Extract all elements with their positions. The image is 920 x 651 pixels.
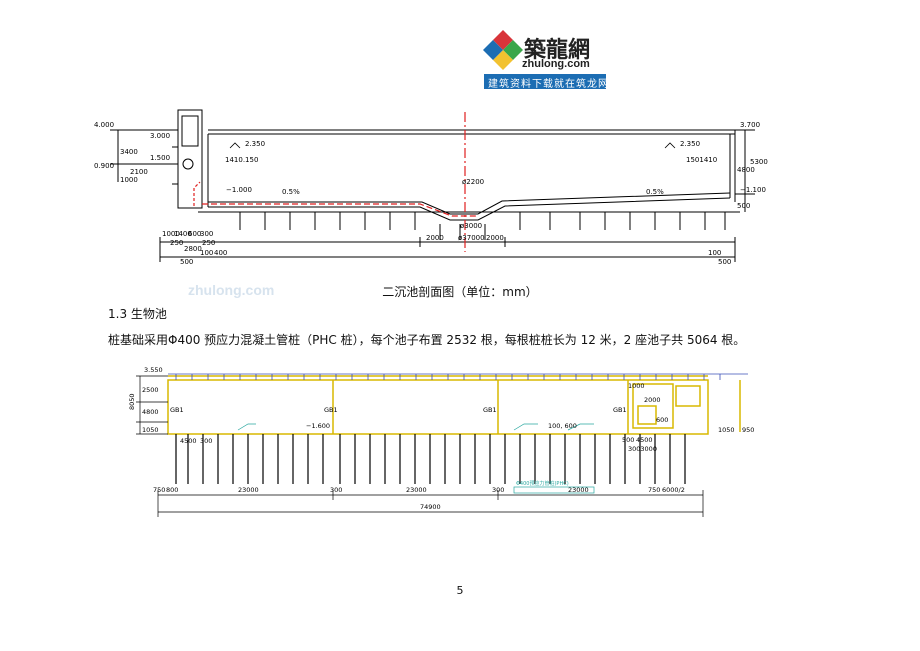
label-dim-500-left: 500 [180, 258, 193, 266]
label-h-3400: 3400 [120, 148, 138, 156]
label-dim-250: 250 [170, 239, 183, 247]
label-dim-1050-right: 1050 [718, 426, 735, 434]
label-h-500: 500 [737, 202, 750, 210]
label-dim-3000: ø3000 [460, 222, 482, 230]
label-dim-74900: 74900 [420, 503, 441, 511]
label-dim-100-right: 100 [708, 249, 721, 257]
label-pipe-right: 1501410 [686, 156, 717, 164]
label-gb-4: GB1 [613, 406, 627, 414]
label-dim-500-right: 500 [718, 258, 731, 266]
label-el-m1000: −1.000 [226, 186, 252, 194]
label-slope-right: 0.5% [646, 188, 664, 196]
label-h-4800: 4800 [737, 166, 755, 174]
label-dim-23000-a: 23000 [238, 486, 259, 494]
logo-name: 築龍網 [524, 37, 591, 63]
label-h-5300: 5300 [750, 158, 768, 166]
label-el-2350-left: 2.350 [245, 140, 265, 148]
label-h-1050: 1050 [142, 426, 159, 434]
section-heading: 1.3 生物池 [108, 307, 167, 321]
label-dim-100-600: 100, 600 [548, 422, 577, 430]
label-dim-3003000: 3003000 [628, 445, 657, 453]
label-el-3550: 3.550 [144, 366, 163, 374]
biological-tank-section-drawing: 3.550 8050 2500 4800 1050 1000 GB1 GB1 G… [128, 366, 754, 517]
label-dim-300: 300 [200, 230, 213, 238]
label-dim-800: 800 [166, 486, 178, 494]
label-dim-750-right: 750 [648, 486, 660, 494]
label-dim-400: 400 [214, 249, 227, 257]
label-dim-2000: 2000 [644, 396, 661, 404]
label-dim-1000: 1000 [162, 230, 180, 238]
label-dim-2200: ø2200 [462, 178, 484, 186]
label-dim-250b: 250 [202, 239, 215, 247]
label-dim-300-a: 300 [330, 486, 342, 494]
zhulong-logo [483, 28, 603, 90]
secondary-clarifier-section-drawing: 4.000 3.000 1.500 0.900 3400 2100 1000 2… [94, 109, 768, 266]
label-dim-23000-c: 23000 [568, 486, 589, 494]
logo-slogan-band [484, 74, 606, 89]
label-el-0900: 0.900 [94, 162, 114, 170]
label-el-3700: 3.700 [740, 121, 760, 129]
label-dim-600: 600 [656, 416, 668, 424]
watermark-text: zhulong.com [188, 282, 275, 298]
label-dim-300-b: 300 [492, 486, 504, 494]
label-gb-1: GB1 [170, 406, 184, 414]
label-el-3000: 3.000 [150, 132, 170, 140]
label-dim-4500-right: 4500 [636, 436, 653, 444]
label-el-1500: 1.500 [150, 154, 170, 162]
label-dim-2000-right: 2000 [486, 234, 504, 242]
label-el-m1100: −1.100 [740, 186, 766, 194]
figure1-caption: 二沉池剖面图（单位：mm） [382, 285, 538, 299]
label-dim-500: 500 [622, 436, 634, 444]
label-dim-2000-left: 2000 [426, 234, 444, 242]
label-h-2100: 2100 [130, 168, 148, 176]
logo-emblem-icon [483, 30, 523, 70]
label-pipe-left: 1410.150 [225, 156, 258, 164]
label-slope-left: 0.5% [282, 188, 300, 196]
label-dim-300-left: 300 [200, 437, 212, 445]
label-el-2350-right: 2.350 [680, 140, 700, 148]
logo-slogan: 建筑资料下载就在筑龙网 [488, 79, 609, 90]
page-number: 5 [456, 584, 464, 597]
label-el-m1600: −1.600 [306, 422, 330, 430]
label-dim-23000-b: 23000 [406, 486, 427, 494]
label-pile-note: Φ400预应力管桩(PHC) [516, 480, 569, 487]
label-dim-950: 950 [742, 426, 754, 434]
label-h-2500: 2500 [142, 386, 159, 394]
label-h-8050: 8050 [128, 393, 136, 410]
label-dim-1400: 1400 [174, 230, 192, 238]
label-dim-4500-left: 4500 [180, 437, 197, 445]
body-paragraph: 桩基础采用Φ400 预应力混凝土管桩（PHC 桩），每个池子布置 2532 根，… [108, 333, 746, 347]
label-h-4800: 4800 [142, 408, 159, 416]
label-el-4000: 4.000 [94, 121, 114, 129]
label-h-1000: 1000 [628, 382, 645, 390]
label-dim-6000-2: 6000/2 [662, 486, 685, 494]
label-h-1000: 1000 [120, 176, 138, 184]
logo-url: zhulong.com [522, 58, 590, 70]
label-gb-2: GB1 [324, 406, 338, 414]
label-dim-600: 600 [188, 230, 201, 238]
label-dim-100: 100 [200, 249, 213, 257]
label-dim-37000: ø37000 [458, 234, 485, 242]
label-dim-2800: 2800 [184, 245, 202, 253]
label-gb-3: GB1 [483, 406, 497, 414]
label-dim-750-left: 750 [153, 486, 165, 494]
